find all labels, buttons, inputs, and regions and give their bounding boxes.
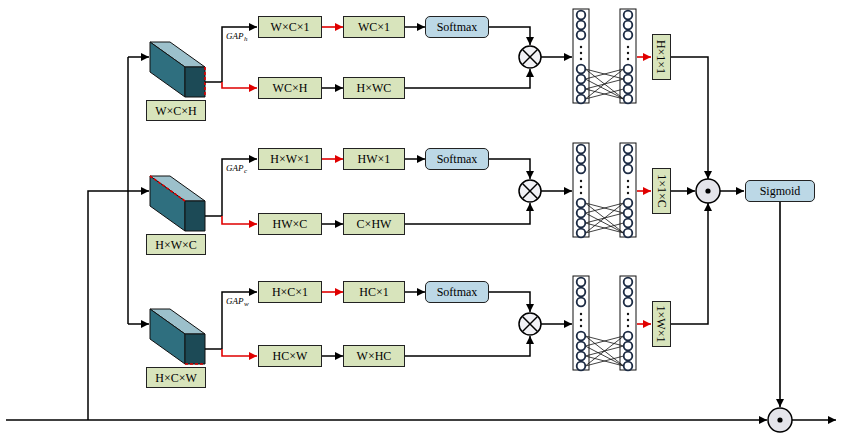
box-text: W×C×H [155, 104, 197, 118]
arrow-connector [322, 291, 343, 293]
box-text: H×C×W [155, 371, 197, 385]
box-text: H×1×1 [655, 40, 669, 74]
box-text: W×C×1 [271, 20, 310, 34]
arrow-connector [322, 26, 343, 28]
arrow-connector [322, 355, 343, 357]
pool-label: GAP [226, 31, 244, 41]
box-text: W×HC [357, 349, 392, 363]
tensor-box: WC×1 [343, 16, 405, 38]
box-text: 1×1×C [655, 174, 669, 208]
pool-subscript: h [244, 35, 248, 43]
tensor-box: HC×1 [343, 281, 405, 303]
box-text: H×W×C [155, 238, 197, 252]
tensor-box: HW×C [258, 213, 322, 235]
vector-box: 1×W×1 [652, 301, 671, 347]
tensor-box: WC×H [258, 77, 322, 99]
tensor-box: H×W×1 [258, 148, 322, 170]
box-text: H×C×1 [272, 285, 308, 299]
arrow-connector [322, 87, 343, 89]
function-box: Softmax [425, 281, 489, 303]
pool-subscript: w [244, 300, 249, 308]
tensor-box: H×W×C [146, 234, 206, 255]
box-text: H×W×1 [270, 152, 310, 166]
pool-subscript: c [244, 167, 247, 175]
tensor-box: W×C×H [146, 100, 206, 121]
arrow-connector [322, 158, 343, 160]
tensor-box: H×C×W [146, 367, 206, 388]
arrow-connector [405, 291, 425, 293]
tensor-box: HW×1 [343, 148, 405, 170]
tensor-box: C×HW [343, 213, 405, 235]
tensor-box: HC×W [258, 345, 322, 367]
arrow-connector [405, 158, 425, 160]
box-text: Sigmoid [760, 184, 801, 198]
box-text: WC×1 [358, 20, 390, 34]
box-text: Softmax [437, 20, 478, 34]
function-box: Softmax [425, 148, 489, 170]
vector-box: 1×1×C [652, 168, 671, 214]
box-text: H×WC [357, 81, 392, 95]
arrow-connector [322, 223, 343, 225]
box-text: HC×1 [359, 285, 388, 299]
function-box: Sigmoid [745, 180, 815, 202]
box-text: 1×W×1 [655, 306, 669, 343]
function-box: Softmax [425, 16, 489, 38]
arrow-connector [405, 26, 425, 28]
vector-box: H×1×1 [652, 34, 671, 80]
pool-label: GAP [226, 296, 244, 306]
tensor-box: W×C×1 [258, 16, 322, 38]
box-text: Softmax [437, 152, 478, 166]
tensor-box: W×HC [343, 345, 405, 367]
box-text: WC×H [273, 81, 308, 95]
tensor-box: H×WC [343, 77, 405, 99]
pool-label: GAP [226, 163, 244, 173]
box-text: HW×C [273, 217, 308, 231]
box-text: C×HW [357, 217, 392, 231]
box-text: Softmax [437, 285, 478, 299]
tensor-box: H×C×1 [258, 281, 322, 303]
box-text: HC×W [273, 349, 308, 363]
box-text: HW×1 [358, 152, 391, 166]
